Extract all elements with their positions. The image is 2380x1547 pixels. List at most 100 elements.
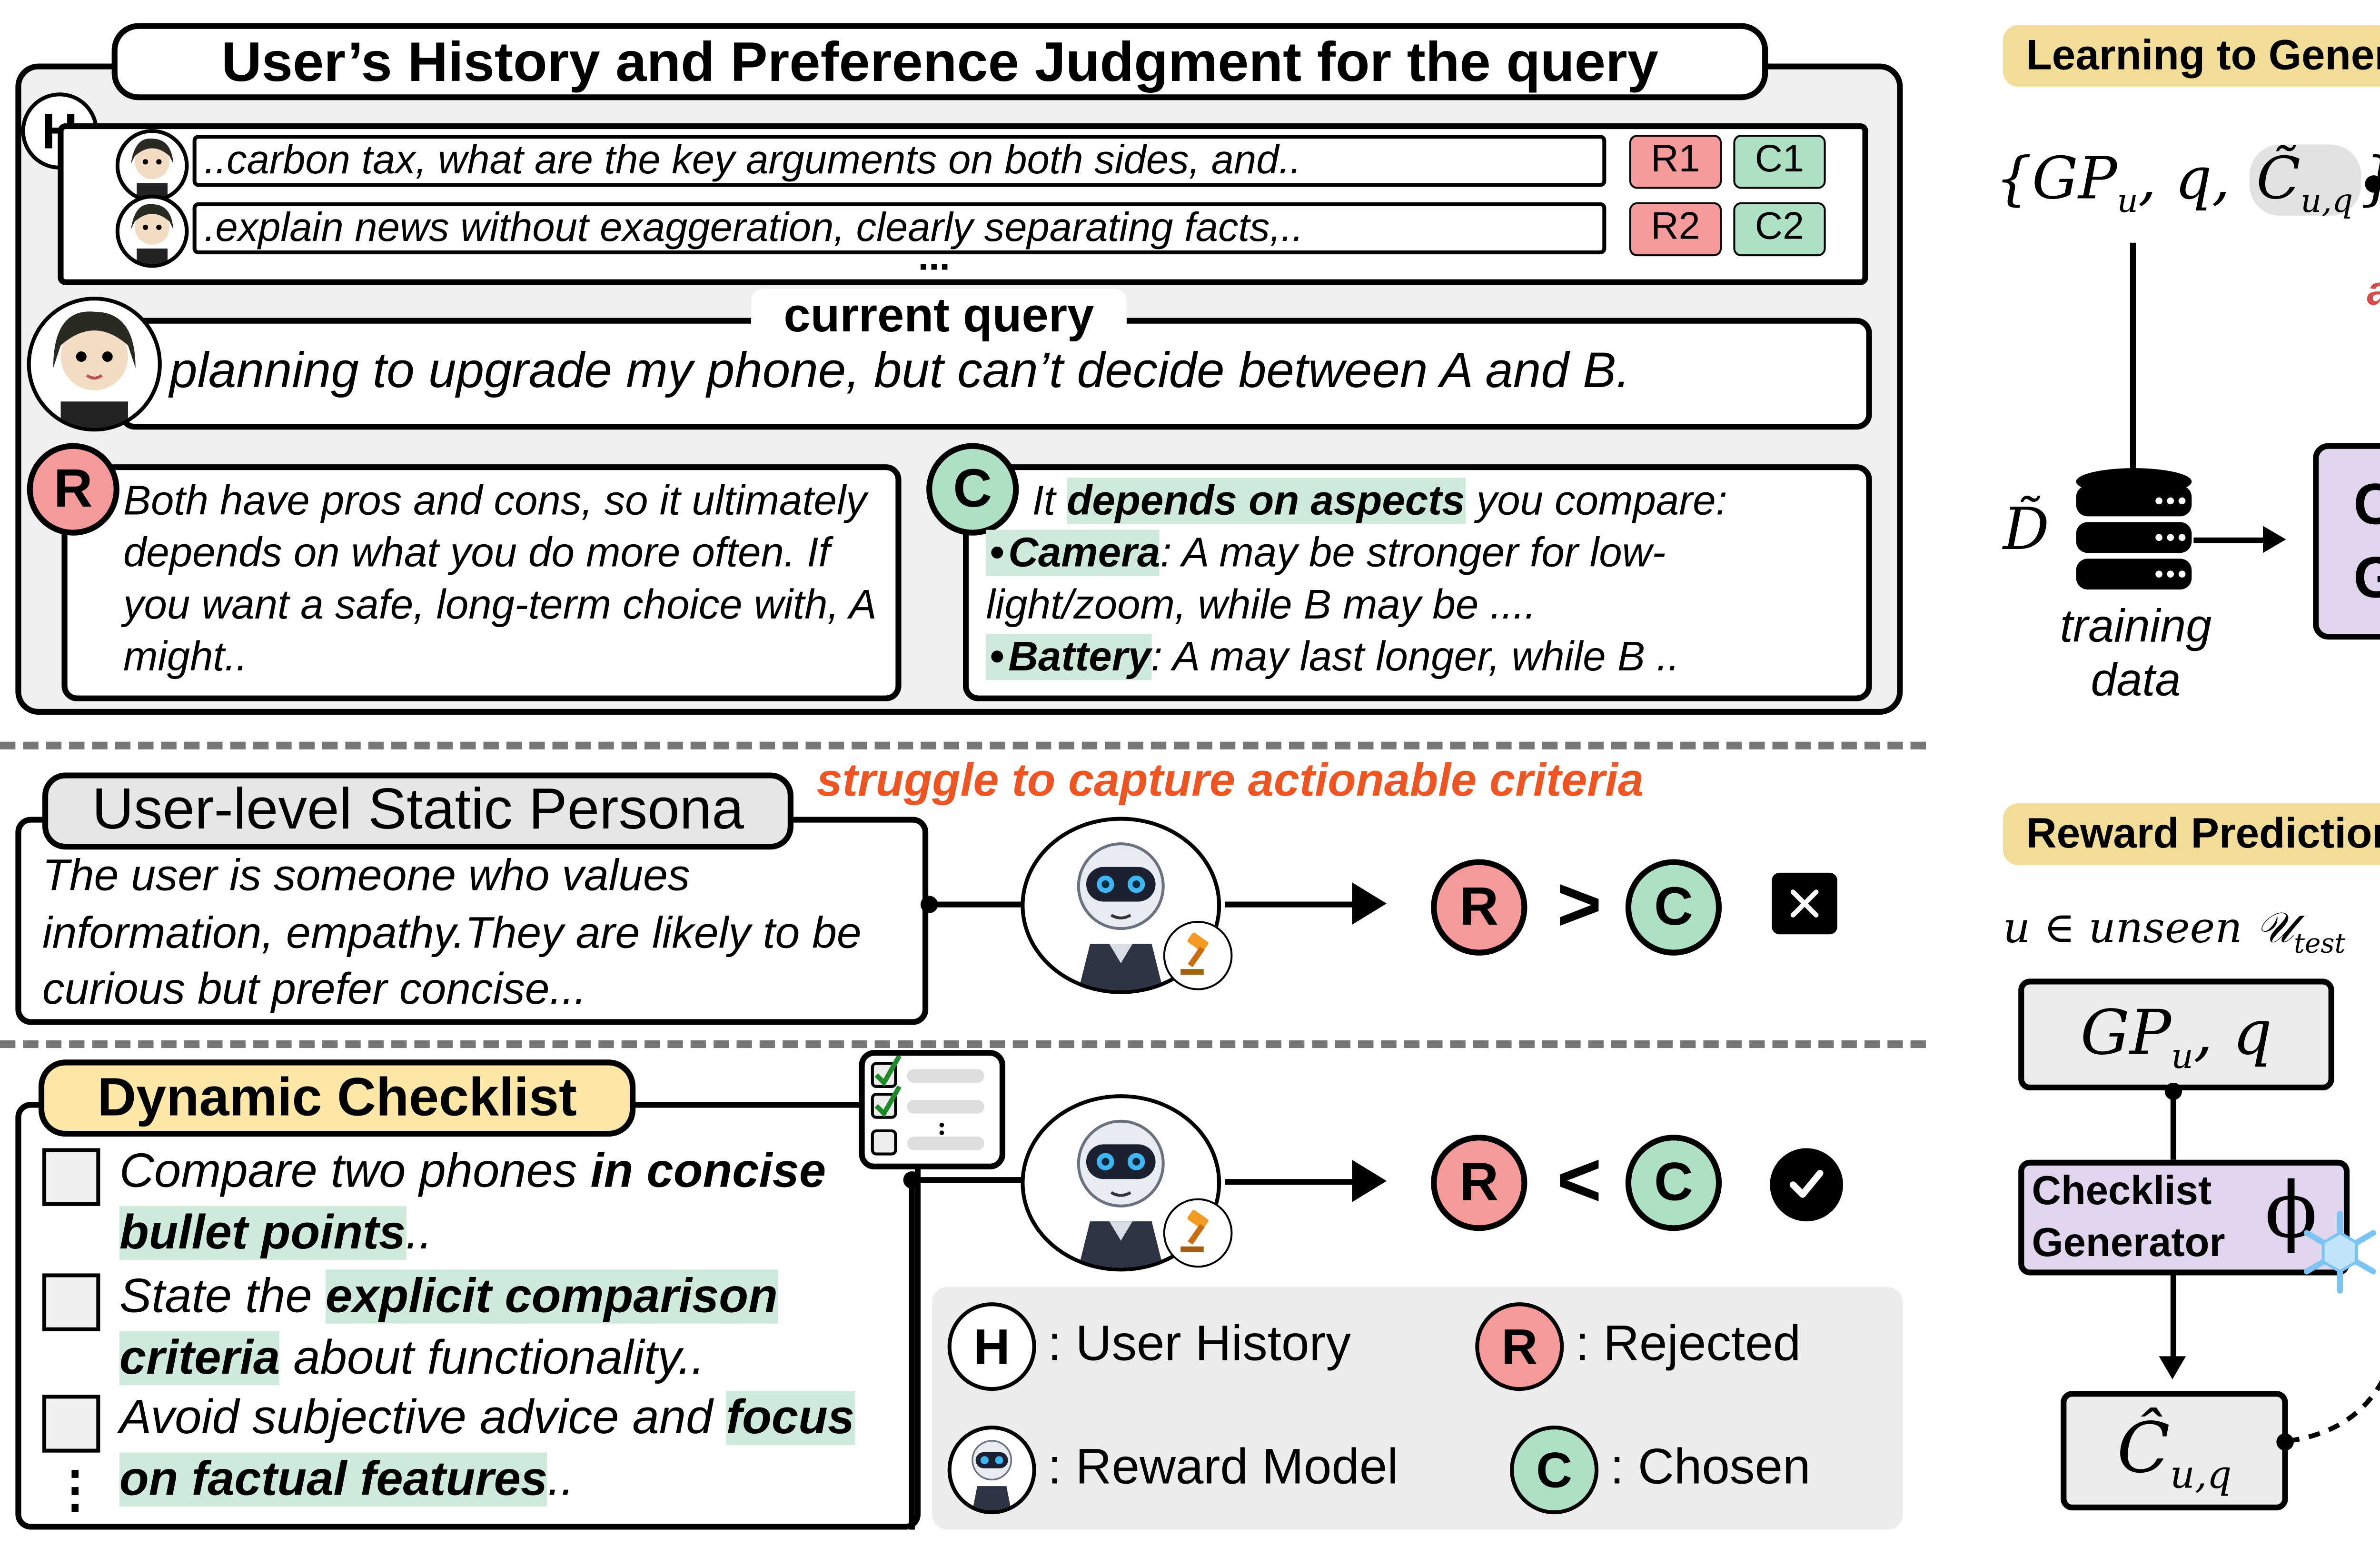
unseen-user-condition: u ∈ unseen 𝒰test	[2003, 906, 2345, 960]
legend-rejected-badge: R	[1475, 1302, 1564, 1391]
user-avatar-icon	[115, 194, 189, 268]
checklist-item-segment: bullet points	[119, 1206, 406, 1260]
checklist-item-segment: State the	[119, 1269, 326, 1324]
learning-section-title-text: Learning to Generate Checklist	[2026, 30, 2380, 79]
connector-line	[912, 1177, 1029, 1183]
arrow-head-icon	[1352, 1159, 1387, 1202]
math-q: , q	[2193, 996, 2272, 1069]
dataset-symbol: D̃	[2003, 497, 2049, 565]
result-operator: >	[1541, 859, 1618, 952]
current-query-label: current query	[751, 289, 1127, 343]
result-operator: <	[1541, 1135, 1618, 1227]
math-gp: {GP	[1995, 146, 2117, 214]
bullet-icon: •	[986, 529, 1009, 576]
arrow-head-icon	[1352, 882, 1387, 925]
current-query-text-span: planning to upgrade my phone, but can’t …	[169, 341, 1630, 399]
reward-model-robot-icon	[1021, 817, 1221, 994]
chosen-bullet-text: : A may last longer, while B ..	[1150, 634, 1680, 680]
chosen-tag: C2	[1733, 202, 1826, 257]
added-annotation-text: added	[2367, 269, 2380, 314]
rejected-badge: R	[27, 443, 119, 536]
chosen-bullet: •Camera: A may be stronger for low-light…	[986, 528, 1857, 632]
legend	[932, 1287, 1903, 1530]
checkbox[interactable]	[42, 1148, 100, 1206]
struggle-annotation: struggle to capture actionable criteria	[817, 755, 1644, 809]
gavel-icon	[1163, 920, 1233, 990]
arrow-head-icon	[2263, 526, 2286, 553]
checklist-item: Avoid subjective advice and focus on fac…	[119, 1387, 909, 1510]
rejected-badge-text: R	[53, 458, 93, 519]
persona-title-text: User-level Static Persona	[92, 778, 744, 842]
math-sub: u	[2117, 183, 2138, 222]
unseen-user-condition-text: u ∈ unseen 𝒰	[2003, 905, 2294, 954]
target-checklist-highlight: C̃u,q	[2248, 144, 2361, 221]
chosen-intro-pre: It	[1032, 478, 1056, 524]
math-gp: GP	[2080, 996, 2172, 1069]
rejected-tag-text: R2	[1651, 206, 1700, 249]
chosen-bullet-key: Camera	[1008, 529, 1160, 576]
chosen-response-intro: It depends on aspects you compare:	[1032, 476, 1861, 528]
chosen-tag: C1	[1733, 135, 1826, 189]
rejected-tag: R2	[1629, 202, 1722, 257]
chosen-intro-highlight: depends on aspects	[1067, 478, 1465, 524]
cross-icon	[1772, 872, 1837, 935]
result-rejected-badge: R	[1431, 1135, 1527, 1231]
training-input-set: {GPu, q, C̃u,q}	[1995, 144, 2380, 222]
history-panel-title-text: User’s History and Preference Judgment f…	[221, 32, 1658, 95]
chosen-tag-text: C1	[1755, 139, 1805, 181]
added-annotation: added	[2365, 269, 2380, 316]
rejected-response-text: Both have pros and cons, so it ultimatel…	[123, 476, 890, 684]
legend-label: : Reward Model	[1048, 1437, 1398, 1497]
checkbox[interactable]	[42, 1395, 100, 1453]
chosen-tag-text: C2	[1755, 206, 1805, 249]
legend-label-text: : Chosen	[1610, 1437, 1811, 1495]
database-icon	[2074, 466, 2194, 593]
result-rejected-badge: R	[1431, 859, 1527, 956]
chosen-badge-text: C	[953, 458, 992, 519]
reward-generator-title-text: Checklist Generator	[2032, 1169, 2225, 1266]
connector-line	[928, 901, 1029, 908]
checklist-document-icon	[859, 1050, 1006, 1169]
result-operator-text: >	[1557, 863, 1602, 948]
reward-generator-param-text: ϕ	[2265, 1167, 2318, 1256]
checklist-item-segment: ..	[406, 1206, 433, 1260]
reward-section-title: Reward Prediction with Checklist	[2003, 803, 2380, 865]
current-query-box	[119, 318, 1872, 430]
checkbox[interactable]	[42, 1273, 100, 1331]
history-item-text: .explain news without exaggeration, clea…	[204, 206, 1304, 250]
legend-robot-icon	[947, 1426, 1036, 1515]
chosen-bullet-key: Battery	[1008, 634, 1151, 680]
reward-generator-title: Checklist Generator	[2032, 1166, 2282, 1269]
dataset-symbol-text: D̃	[2003, 497, 2050, 565]
struggle-annotation-text: struggle to capture actionable criteria	[816, 755, 1644, 808]
rejected-tag-text: R1	[1651, 139, 1700, 181]
generated-checklist-box: Ĉu,q	[2061, 1391, 2288, 1511]
persona-title: User-level Static Persona	[42, 772, 793, 850]
user-avatar-icon	[115, 129, 189, 202]
check-icon	[1770, 1148, 1844, 1222]
rejected-tag: R1	[1629, 135, 1722, 189]
arrow-line	[2170, 1275, 2175, 1360]
chosen-bullet-text: : A may be stronger for low-light/zoom, …	[986, 529, 1666, 628]
gavel-icon	[1163, 1198, 1233, 1268]
learning-section-title: Learning to Generate Checklist	[2003, 25, 2380, 87]
checklist-item-segment: Compare two phones	[119, 1144, 591, 1198]
persona-box	[15, 817, 929, 1025]
checklist-title-text: Dynamic Checklist	[97, 1067, 577, 1127]
persona-text: The user is someone who values informati…	[42, 848, 921, 1018]
history-item: .explain news without exaggeration, clea…	[192, 202, 1606, 255]
reward-generator-param: ϕ	[2265, 1168, 2317, 1256]
training-data-label-text: training data	[2060, 601, 2212, 707]
checklist-item-segment: ..	[547, 1452, 575, 1507]
connector-line	[909, 1179, 915, 1530]
math-sub: test	[2294, 929, 2346, 960]
checklist-item-segment: about functionality..	[280, 1331, 705, 1386]
more-items-text: ⋮	[50, 1460, 100, 1518]
section-divider	[0, 1040, 1926, 1048]
checklist-item: State the explicit comparison criteria a…	[119, 1266, 924, 1389]
rejected-response-box	[61, 464, 902, 701]
legend-history-badge-text: H	[973, 1317, 1010, 1375]
chosen-badge: C	[926, 443, 1019, 536]
checklist-item-segment: in concise	[590, 1144, 826, 1198]
